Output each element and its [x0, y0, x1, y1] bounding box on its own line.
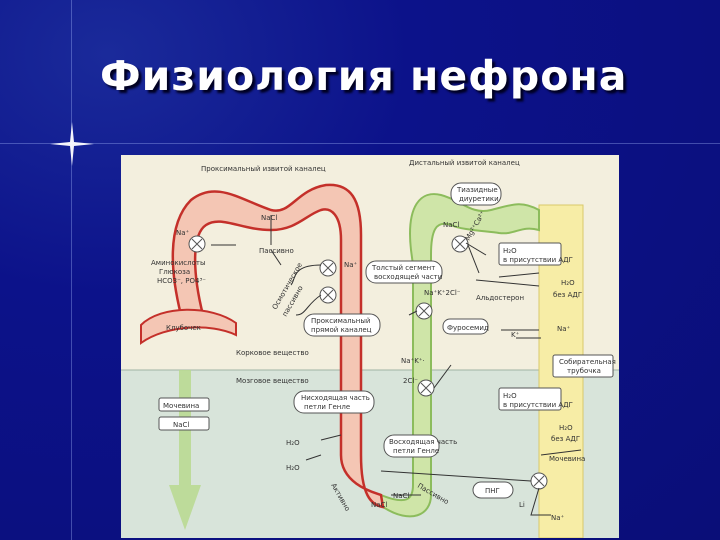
h2o-adh-low2: в присутствии АДГ: [503, 401, 573, 409]
glucose-label: Глюкоза: [159, 268, 190, 276]
no-adh-low-label: без АДГ: [551, 435, 580, 443]
na-duct-label: Na⁺: [557, 325, 571, 333]
glomerulus: [140, 308, 237, 345]
decorative-horizontal-line: [0, 143, 720, 144]
nacl-distal-label: NaCl: [443, 221, 459, 229]
h2o-no-adh-low: H₂O: [559, 424, 573, 432]
descending-loop-box: [293, 390, 375, 414]
cortex-label: Корковое вещество: [236, 349, 309, 357]
nacl-box: [158, 416, 210, 431]
li-label: Li: [519, 501, 525, 509]
h2o-adh-box-low: [498, 387, 562, 411]
arrow-icon: [530, 487, 551, 516]
arrow-icon: [467, 244, 480, 274]
na-bottom-label: Na⁺: [551, 514, 565, 522]
down-arrow-icon: [169, 370, 201, 530]
arrow-icon: [498, 272, 540, 278]
straight-label-2: прямой каналец: [311, 326, 372, 334]
collecting-label-2: трубочка: [567, 367, 601, 375]
arrow-icon: [465, 242, 487, 256]
glomerulus-label: Клубочек: [166, 324, 201, 332]
straight-tubule-box: [303, 313, 381, 337]
decorative-vertical-line: [71, 0, 72, 540]
arrow-icon: [305, 434, 342, 461]
arrow-icon: [408, 310, 418, 316]
distal-header: Дистальный извитой каналец: [409, 159, 520, 167]
ascending-label-2: петли Генле: [393, 447, 439, 455]
no-adh-label: без АДГ: [553, 291, 582, 299]
slide-title: Физиология нефрона: [100, 52, 628, 100]
hco3-label: HCO3⁻, PO4³⁻: [157, 277, 206, 285]
arrow-icon: [540, 449, 582, 456]
urea-box: [158, 397, 210, 412]
urea-duct-label: Мочевина: [549, 455, 585, 463]
ascending-label-1: Восходящая часть: [389, 438, 457, 446]
collecting-label-1: Собирательная: [559, 358, 616, 366]
thick-segment-box: [365, 260, 443, 284]
h2o-adh-top: H₂O: [503, 247, 517, 255]
k-label: K⁺: [511, 331, 520, 339]
medulla-label: Мозговое вещество: [236, 377, 309, 385]
nephron-svg: Проксимальный извитой каналец Дистальный…: [121, 159, 619, 538]
aldosterone-label: Альдостерон: [476, 294, 524, 302]
h2o-desc-1: H₂O: [286, 439, 300, 447]
nacl-bottom-label: NaCl: [371, 501, 387, 509]
na-k-2cl-label: Na⁺K⁺2Cl⁻: [424, 289, 461, 297]
thiazides-box: [450, 182, 502, 206]
arrow-icon: [270, 215, 282, 266]
arrow-icon: [290, 264, 322, 286]
nacl-loop-label: NaCl: [393, 492, 409, 500]
png-box: [472, 481, 514, 499]
ascending-loop-box: [383, 434, 440, 458]
sparkle-star-icon: [50, 122, 94, 166]
h2o-adh-low: H₂O: [503, 392, 517, 400]
h2o-no-adh: H₂O: [561, 279, 575, 287]
h2o-desc-2: H₂O: [286, 464, 300, 472]
arrow-icon: [295, 294, 322, 316]
passive-label: Пассивно: [259, 247, 294, 255]
nacl-box-label: NaCl: [173, 421, 189, 429]
furosemide-box: [442, 318, 489, 335]
furosemide-label: Фуросемид: [447, 324, 489, 332]
straight-label-1: Проксимальный: [311, 317, 370, 325]
thiazides-label-1: Тиазидные: [456, 186, 498, 194]
arrow-icon: [380, 470, 532, 482]
png-label: ПНГ: [485, 487, 500, 495]
arrow-icon: [475, 279, 540, 287]
na-k-lower-label: Na⁺K⁺·: [401, 357, 425, 365]
descending-label-2: петли Генле: [304, 403, 350, 411]
h2o-adh-box-top: [498, 242, 562, 266]
collecting-duct-label-box: [552, 354, 614, 378]
cl-lower-label: 2Cl⁻: [403, 377, 418, 385]
na-prox-label: Na⁺: [344, 261, 358, 269]
thiazides-label-2: диуретики: [459, 195, 499, 203]
nephron-diagram: Проксимальный извитой каналец Дистальный…: [121, 155, 619, 538]
h2o-adh-top2: в присутствии АДГ: [503, 256, 573, 264]
urea-box-label: Мочевина: [163, 402, 199, 410]
descending-label-1: Нисходящая часть: [301, 394, 370, 402]
na-label: Na⁺: [176, 229, 190, 237]
nacl-top-label: NaCl: [261, 214, 277, 222]
thick-label-2: восходящей части: [374, 273, 442, 281]
proximal-header: Проксимальный извитой каналец: [201, 165, 326, 173]
arrow-icon: [433, 364, 452, 389]
thick-label-1: Толстый сегмент: [371, 264, 435, 272]
aminoacids-label: Аминокислоты: [151, 259, 205, 267]
proximal-tubule: [171, 183, 385, 509]
